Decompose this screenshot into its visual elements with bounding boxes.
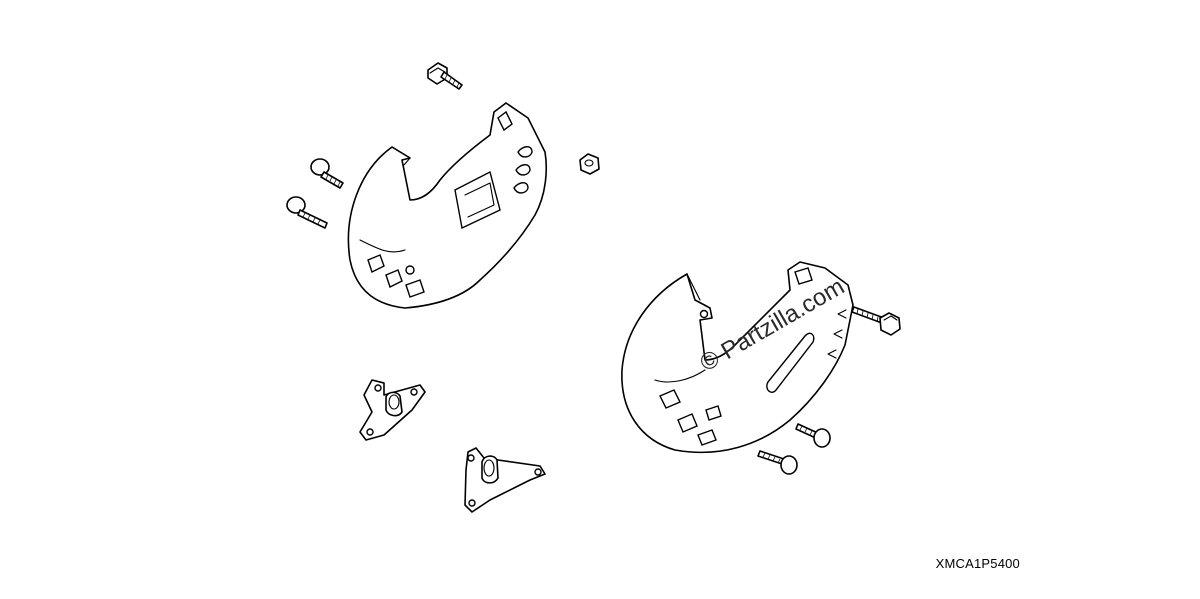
- flange-nut: [579, 153, 600, 175]
- cap-bolt-right-upper: [795, 423, 831, 448]
- mounting-bracket-left: [359, 379, 426, 441]
- reference-code: XMCA1P5400: [935, 556, 1020, 571]
- flange-bolt-right: [851, 306, 901, 336]
- disc-guard-left: [347, 102, 548, 309]
- mounting-bracket-bottom: [464, 447, 546, 513]
- cap-bolt-left-upper: [310, 158, 344, 189]
- cap-bolt-right-lower: [757, 450, 798, 475]
- cap-bolt-left-lower: [286, 196, 328, 229]
- flange-bolt-top: [427, 62, 463, 90]
- disc-guard-right: [621, 261, 854, 454]
